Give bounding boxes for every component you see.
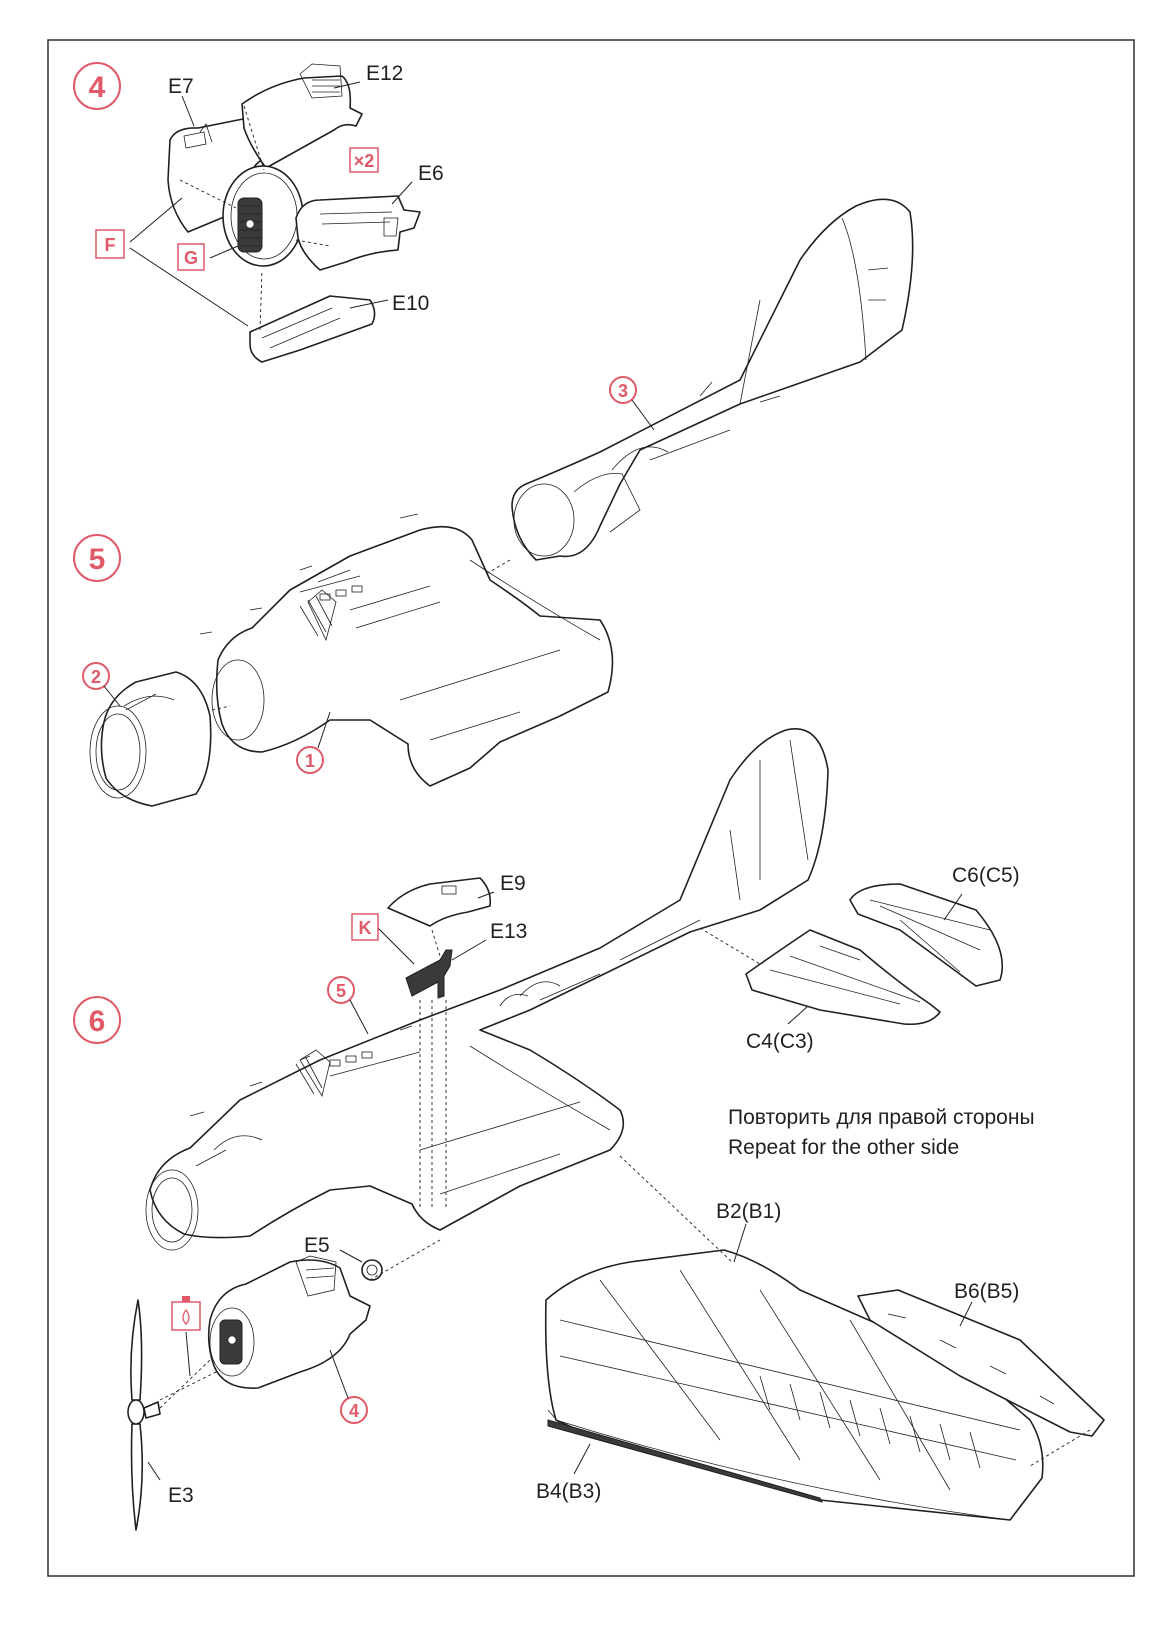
assembly-5-marker: 5 [336,981,346,1001]
nose-cowl-drawing [100,671,212,807]
part-E9-drawing [387,877,492,927]
label-E5: E5 [304,1234,330,1257]
label-E10: E10 [392,292,429,315]
step-5-number: 5 [89,543,106,576]
outer-wing-drawing [544,1249,1044,1521]
label-B6B5: B6(B5) [954,1280,1019,1303]
step-6-number: 6 [89,1005,106,1038]
part-E10-drawing [249,295,376,363]
step-5-group: 5 3 1 2 [73,198,914,807]
label-E7: E7 [168,75,194,98]
label-E9: E9 [500,872,526,895]
label-G: G [184,248,198,268]
label-E13: E13 [490,920,527,943]
label-E12: E12 [366,62,403,85]
part-E6-drawing [295,195,421,271]
adhesive-warning-icon [171,1301,201,1331]
assembly-1-marker: 1 [305,751,315,771]
times-two-badge: ×2 [354,151,375,171]
cowling-assembly-drawing [207,1259,371,1389]
step-4-number: 4 [89,71,106,104]
part-E13-drawing [405,949,453,999]
label-F: F [105,235,116,255]
assembly-2-marker: 2 [91,667,101,687]
page-frame [47,39,1135,1577]
label-C6C5: C6(C5) [952,864,1020,887]
part-C4C3-drawing [745,929,941,1026]
label-K: K [359,918,372,938]
part-E5-drawing [361,1259,383,1281]
assembly-4-marker: 4 [349,1401,359,1421]
part-B4B3-drawing [547,1419,823,1503]
cowl-front-ring [222,165,304,267]
label-B4B3: B4(B3) [536,1480,601,1503]
note-repeat-ru: Повторить для правой стороны [728,1106,1035,1129]
front-fuselage-wing-drawing [215,525,614,787]
step-6-group: 6 5 E9 K E13 C6(C5) C [73,728,1105,1531]
label-B2B1: B2(B1) [716,1200,781,1223]
part-B6B5-drawing [857,1289,1105,1437]
step-4-group: 4 E7 E12 E6 E10 ×2 F [73,62,444,363]
complete-fuselage-drawing [149,728,829,1239]
label-E3: E3 [168,1484,194,1507]
label-E6: E6 [418,162,444,185]
label-C4C3: C4(C3) [746,1030,814,1053]
assembly-3-marker: 3 [618,381,628,401]
note-repeat-en: Repeat for the other side [728,1136,959,1159]
part-E12-drawing [241,75,363,169]
part-E3-propeller-drawing [130,1299,143,1401]
